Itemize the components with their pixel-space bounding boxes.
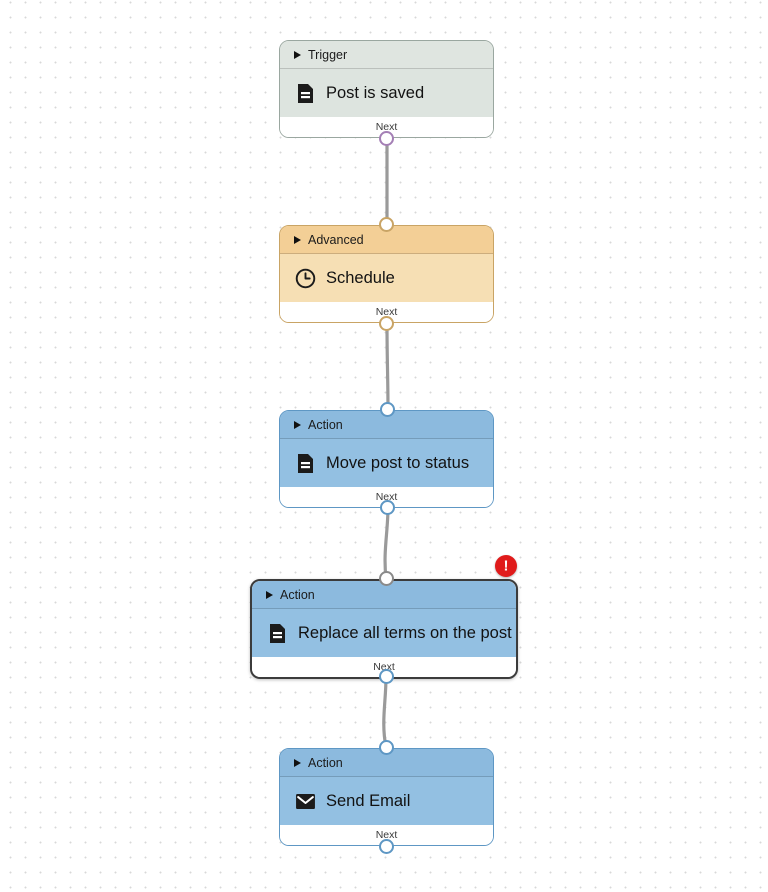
node-input-port-advanced[interactable] [379, 217, 394, 232]
node-header[interactable]: Action [280, 749, 493, 777]
node-body[interactable]: Post is saved [280, 69, 493, 117]
node-output-port-action-send-email[interactable] [379, 839, 394, 854]
node-output-port-action-move-post[interactable] [380, 500, 395, 515]
node-input-port-action-replace-terms[interactable] [379, 571, 394, 586]
node-kind-label: Action [308, 755, 343, 770]
node-title: Send Email [326, 791, 411, 810]
node-body[interactable]: Replace all terms on the post [252, 609, 516, 657]
node-body[interactable]: Schedule [280, 254, 493, 302]
chevron-right-icon[interactable] [294, 235, 301, 244]
chevron-right-icon[interactable] [266, 590, 273, 599]
node-error-badge[interactable]: ! [495, 555, 517, 577]
node-kind-label: Action [280, 587, 315, 602]
node-footer-next[interactable]: Next [280, 302, 493, 322]
node-header[interactable]: Trigger [280, 41, 493, 69]
chevron-right-icon[interactable] [294, 420, 301, 429]
document-icon [294, 82, 316, 104]
node-title: Replace all terms on the post [298, 623, 512, 642]
node-header[interactable]: Action [280, 411, 493, 439]
node-footer-next[interactable]: Next [280, 825, 493, 845]
workflow-node-trigger[interactable]: Trigger Post is saved Next [279, 40, 494, 138]
document-icon [294, 452, 316, 474]
node-input-port-action-send-email[interactable] [379, 740, 394, 755]
node-input-port-action-move-post[interactable] [380, 402, 395, 417]
node-footer-next[interactable]: Next [280, 117, 493, 137]
chevron-right-icon[interactable] [294, 758, 301, 767]
node-output-port-trigger[interactable] [379, 131, 394, 146]
next-label: Next [375, 121, 398, 133]
workflow-node-advanced[interactable]: Advanced Schedule Next [279, 225, 494, 323]
node-kind-label: Trigger [308, 47, 348, 62]
node-kind-label: Action [308, 417, 343, 432]
document-icon [266, 622, 288, 644]
workflow-node-action-move-post[interactable]: Action Move post to status Next [279, 410, 494, 508]
node-title: Move post to status [326, 453, 470, 472]
node-title: Schedule [326, 268, 395, 287]
next-label: Next [375, 829, 398, 841]
clock-icon [294, 267, 316, 289]
node-title: Post is saved [326, 83, 425, 102]
node-output-port-advanced[interactable] [379, 316, 394, 331]
next-label: Next [375, 306, 398, 318]
chevron-right-icon[interactable] [294, 50, 301, 59]
workflow-node-action-send-email[interactable]: Action Send Email Next [279, 748, 494, 846]
node-body[interactable]: Send Email [280, 777, 493, 825]
workflow-node-action-replace-terms[interactable]: Action Replace all terms on the post Nex… [250, 579, 518, 679]
node-body[interactable]: Move post to status [280, 439, 493, 487]
node-kind-label: Advanced [308, 232, 364, 247]
next-label: Next [375, 491, 398, 503]
node-footer-next[interactable]: Next [280, 487, 493, 507]
error-exclamation-icon: ! [503, 557, 509, 574]
node-output-port-action-replace-terms[interactable] [379, 669, 394, 684]
envelope-icon [294, 790, 316, 812]
